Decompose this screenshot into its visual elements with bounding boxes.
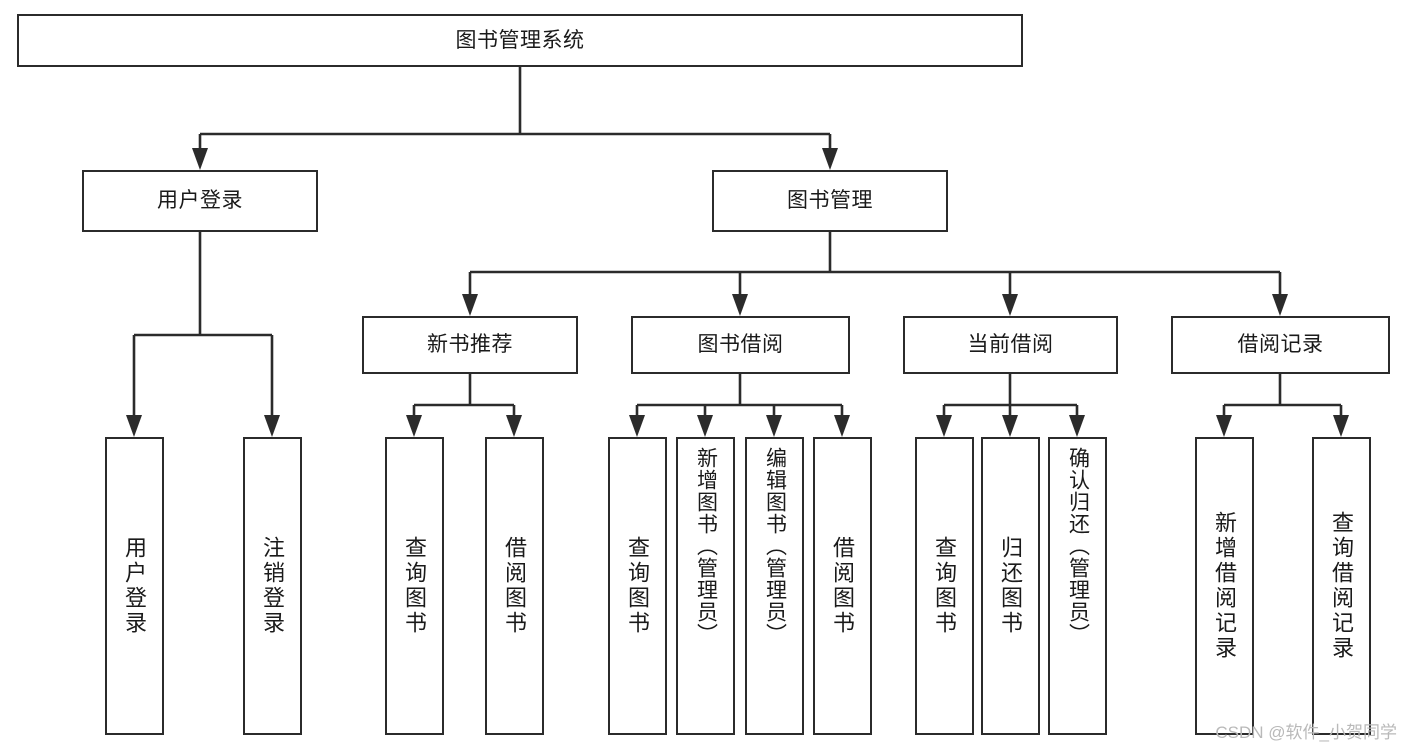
leaf-borrow-book-1[interactable]: 借阅图书 <box>485 437 544 735</box>
leaf-user-login-label: 用户登录 <box>122 536 148 636</box>
node-user-login-label: 用户登录 <box>157 189 243 213</box>
node-book-borrow-label: 图书借阅 <box>697 333 784 357</box>
leaf-user-login[interactable]: 用户登录 <box>105 437 164 735</box>
leaf-query-book-1[interactable]: 查询图书 <box>385 437 444 735</box>
node-current-borrow[interactable]: 当前借阅 <box>903 316 1118 374</box>
node-new-book-rec[interactable]: 新书推荐 <box>362 316 578 374</box>
leaf-query-book-3[interactable]: 查询图书 <box>915 437 974 735</box>
leaf-borrow-book-1-label: 借阅图书 <box>502 536 528 636</box>
node-book-borrow[interactable]: 图书借阅 <box>631 316 850 374</box>
leaf-edit-book-label: 编辑图书（管理员） <box>763 447 787 645</box>
node-user-login[interactable]: 用户登录 <box>82 170 318 232</box>
node-book-manage-label: 图书管理 <box>787 189 873 213</box>
leaf-query-record-label: 查询借阅记录 <box>1329 511 1355 661</box>
node-root-label: 图书管理系统 <box>455 28 585 52</box>
leaf-return-book-label: 归还图书 <box>998 536 1024 636</box>
leaf-logout[interactable]: 注销登录 <box>243 437 302 735</box>
node-borrow-record[interactable]: 借阅记录 <box>1171 316 1390 374</box>
leaf-query-book-3-label: 查询图书 <box>932 536 958 636</box>
node-root[interactable]: 图书管理系统 <box>17 14 1023 67</box>
leaf-add-record[interactable]: 新增借阅记录 <box>1195 437 1254 735</box>
node-borrow-record-label: 借阅记录 <box>1237 333 1324 357</box>
node-current-borrow-label: 当前借阅 <box>967 333 1054 357</box>
leaf-logout-label: 注销登录 <box>260 536 286 636</box>
node-book-manage[interactable]: 图书管理 <box>712 170 948 232</box>
leaf-edit-book[interactable]: 编辑图书（管理员） <box>745 437 804 735</box>
leaf-add-book-label: 新增图书（管理员） <box>694 447 718 645</box>
leaf-confirm-return-label: 确认归还（管理员） <box>1066 447 1090 645</box>
leaf-query-book-1-label: 查询图书 <box>402 536 428 636</box>
leaf-query-book-2[interactable]: 查询图书 <box>608 437 667 735</box>
leaf-query-record[interactable]: 查询借阅记录 <box>1312 437 1371 735</box>
leaf-query-book-2-label: 查询图书 <box>625 536 651 636</box>
csdn-watermark: CSDN @软件_小贺同学 <box>1215 723 1397 742</box>
leaf-add-book[interactable]: 新增图书（管理员） <box>676 437 735 735</box>
leaf-confirm-return[interactable]: 确认归还（管理员） <box>1048 437 1107 735</box>
leaf-add-record-label: 新增借阅记录 <box>1212 511 1238 661</box>
leaf-borrow-book-2-label: 借阅图书 <box>830 536 856 636</box>
leaf-return-book[interactable]: 归还图书 <box>981 437 1040 735</box>
node-new-book-rec-label: 新书推荐 <box>427 333 513 357</box>
leaf-borrow-book-2[interactable]: 借阅图书 <box>813 437 872 735</box>
